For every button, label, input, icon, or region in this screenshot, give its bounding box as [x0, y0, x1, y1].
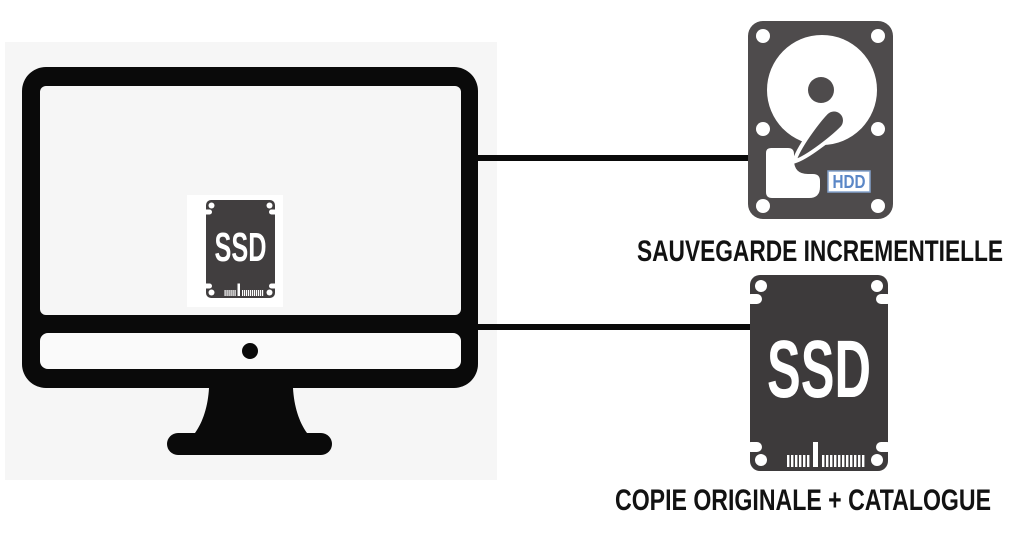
internal-ssd-icon: SSD	[206, 200, 275, 298]
ssd-connector-pins	[224, 283, 264, 296]
hdd-actuator-arm	[791, 107, 847, 165]
ssd-screw-holes	[750, 280, 888, 466]
hdd-caption-label: SAUVEGARDE INCREMENTIELLE	[637, 235, 1003, 268]
ssd-caption-label: COPIE ORIGINALE + CATALOGUE	[615, 484, 991, 517]
ssd-chip-text: SSD	[215, 224, 267, 270]
monitor-camera-dot	[242, 343, 258, 359]
hdd-label-text: HDD	[833, 172, 866, 192]
ssd-chip-text: SSD	[767, 324, 871, 415]
hdd-screw-holes	[756, 29, 885, 213]
monitor-stand-base	[167, 433, 332, 455]
ssd-body	[750, 275, 888, 471]
ssd-connector-line	[468, 324, 757, 330]
hdd-actuator-base	[766, 148, 820, 198]
ssd-body	[206, 200, 275, 298]
hdd-spindle	[808, 77, 834, 103]
hdd-label-chip	[827, 170, 871, 193]
hdd-connector-line	[468, 155, 752, 161]
ssd-connector-pins	[787, 442, 865, 467]
ssd-caption-text: COPIE ORIGINALE + CATALOGUE	[615, 484, 991, 517]
hdd-drive-icon: HDD	[748, 21, 893, 219]
monitor-stand-neck	[195, 388, 307, 433]
backup-ssd-icon: SSD	[750, 275, 888, 471]
hdd-caption-text: SAUVEGARDE INCREMENTIELLE	[637, 235, 1003, 268]
ssd-screw-holes	[206, 202, 275, 296]
